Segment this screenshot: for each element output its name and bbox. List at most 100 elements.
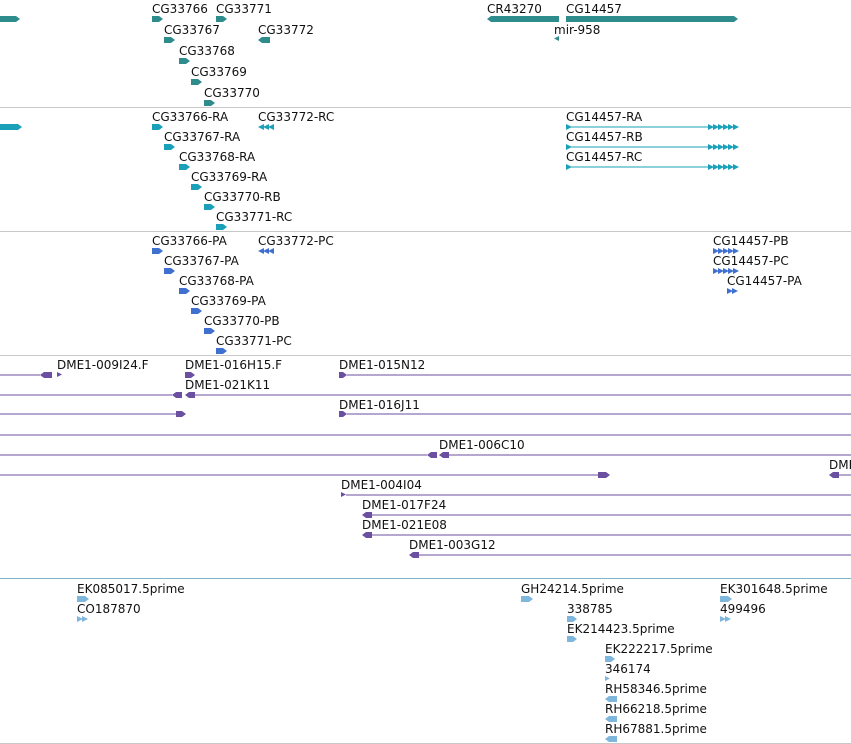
est-label[interactable]: EK301648.5prime <box>720 582 828 596</box>
est-glyph[interactable] <box>605 656 615 662</box>
protein-glyph[interactable] <box>164 268 175 274</box>
clone-glyph[interactable] <box>339 411 347 417</box>
transcript-glyph[interactable] <box>216 224 227 230</box>
clone-label[interactable]: DME1-004I04 <box>341 478 422 492</box>
transcript-glyph[interactable] <box>708 124 714 130</box>
est-label[interactable]: EK214423.5prime <box>567 622 675 636</box>
transcript-glyph[interactable] <box>152 124 163 130</box>
est-glyph[interactable] <box>605 716 617 722</box>
transcript-label[interactable]: CG33772-RC <box>258 110 335 124</box>
gene-glyph[interactable] <box>566 16 738 22</box>
transcript-glyph[interactable] <box>718 164 724 170</box>
transcript-glyph[interactable] <box>713 144 719 150</box>
clone-glyph[interactable] <box>176 411 186 417</box>
est-glyph[interactable] <box>720 596 732 602</box>
transcript-glyph[interactable] <box>723 124 729 130</box>
protein-glyph[interactable] <box>216 348 227 354</box>
transcript-glyph[interactable] <box>566 144 572 150</box>
transcript-glyph[interactable] <box>718 124 724 130</box>
gene-label[interactable]: CG33770 <box>204 86 260 100</box>
protein-glyph[interactable] <box>713 248 719 254</box>
est-label[interactable]: 499496 <box>720 602 766 616</box>
transcript-glyph[interactable] <box>728 124 734 130</box>
gene-glyph[interactable] <box>554 36 559 41</box>
protein-glyph[interactable] <box>732 288 738 294</box>
clone-glyph[interactable] <box>409 552 419 558</box>
transcript-glyph[interactable] <box>268 124 274 130</box>
transcript-label[interactable]: CG33771-RC <box>216 210 293 224</box>
protein-label[interactable]: CG33772-PC <box>258 234 334 248</box>
clone-glyph[interactable] <box>829 472 839 478</box>
transcript-label[interactable]: CG14457-RC <box>566 150 643 164</box>
protein-label[interactable]: CG33770-PB <box>204 314 280 328</box>
clone-label[interactable]: DME1-016H15.F <box>185 358 283 372</box>
transcript-label[interactable]: CG33767-RA <box>164 130 241 144</box>
transcript-glyph[interactable] <box>258 124 264 130</box>
protein-glyph[interactable] <box>152 248 163 254</box>
protein-label[interactable]: CG33766-PA <box>152 234 227 248</box>
transcript-glyph[interactable] <box>713 164 719 170</box>
transcript-glyph[interactable] <box>204 204 215 210</box>
clone-label[interactable]: DME <box>829 458 851 472</box>
transcript-glyph[interactable] <box>733 144 739 150</box>
protein-glyph[interactable] <box>258 248 264 254</box>
clone-glyph[interactable] <box>185 392 195 398</box>
protein-glyph[interactable] <box>191 308 202 314</box>
est-label[interactable]: 346174 <box>605 662 651 676</box>
protein-glyph[interactable] <box>263 248 269 254</box>
gene-glyph[interactable] <box>179 58 190 64</box>
transcript-glyph[interactable] <box>566 124 572 130</box>
protein-glyph[interactable] <box>728 248 734 254</box>
gene-glyph[interactable] <box>191 79 202 85</box>
est-glyph[interactable] <box>605 676 610 681</box>
clone-glyph[interactable] <box>339 372 347 378</box>
protein-label[interactable]: CG33768-PA <box>179 274 254 288</box>
protein-label[interactable]: CG14457-PA <box>727 274 802 288</box>
gene-label[interactable]: mir-958 <box>554 23 601 37</box>
protein-glyph[interactable] <box>268 248 274 254</box>
clone-glyph[interactable] <box>427 452 437 458</box>
clone-label[interactable]: DME1-021E08 <box>362 518 447 532</box>
transcript-glyph[interactable] <box>728 164 734 170</box>
transcript-label[interactable]: CG14457-RB <box>566 130 643 144</box>
gene-label[interactable]: CG33767 <box>164 23 220 37</box>
gene-glyph[interactable] <box>204 100 215 106</box>
transcript-glyph[interactable] <box>718 144 724 150</box>
clone-glyph[interactable] <box>439 452 449 458</box>
est-glyph[interactable] <box>521 596 533 602</box>
gene-label[interactable]: CG33772 <box>258 23 314 37</box>
transcript-glyph[interactable] <box>0 124 22 130</box>
clone-glyph[interactable] <box>362 532 372 538</box>
clone-label[interactable]: DME1-015N12 <box>339 358 426 372</box>
transcript-glyph[interactable] <box>723 144 729 150</box>
est-glyph[interactable] <box>605 696 617 702</box>
transcript-label[interactable]: CG33766-RA <box>152 110 229 124</box>
transcript-glyph[interactable] <box>733 124 739 130</box>
est-glyph[interactable] <box>725 616 731 622</box>
protein-glyph[interactable] <box>733 268 739 274</box>
est-glyph[interactable] <box>82 616 88 622</box>
protein-glyph[interactable] <box>728 268 734 274</box>
clone-label[interactable]: DME1-003G12 <box>409 538 496 552</box>
est-label[interactable]: EK222217.5prime <box>605 642 713 656</box>
est-label[interactable]: 338785 <box>567 602 613 616</box>
protein-glyph[interactable] <box>727 288 733 294</box>
transcript-glyph[interactable] <box>179 164 190 170</box>
gene-glyph[interactable] <box>258 37 270 43</box>
transcript-glyph[interactable] <box>708 164 714 170</box>
gene-glyph[interactable] <box>216 16 227 22</box>
transcript-glyph[interactable] <box>708 144 714 150</box>
protein-glyph[interactable] <box>179 288 190 294</box>
est-label[interactable]: GH24214.5prime <box>521 582 624 596</box>
est-glyph[interactable] <box>77 596 89 602</box>
est-glyph[interactable] <box>720 616 726 622</box>
transcript-glyph[interactable] <box>723 164 729 170</box>
clone-label[interactable]: DME1-016J11 <box>339 398 420 412</box>
gene-glyph[interactable] <box>164 37 175 43</box>
transcript-glyph[interactable] <box>566 164 572 170</box>
clone-label[interactable]: DME1-009I24.F <box>57 358 149 372</box>
protein-label[interactable]: CG14457-PC <box>713 254 789 268</box>
clone-label[interactable]: DME1-006C10 <box>439 438 525 452</box>
gene-label[interactable]: CG33769 <box>191 65 247 79</box>
clone-label[interactable]: DME1-021K11 <box>185 378 271 392</box>
